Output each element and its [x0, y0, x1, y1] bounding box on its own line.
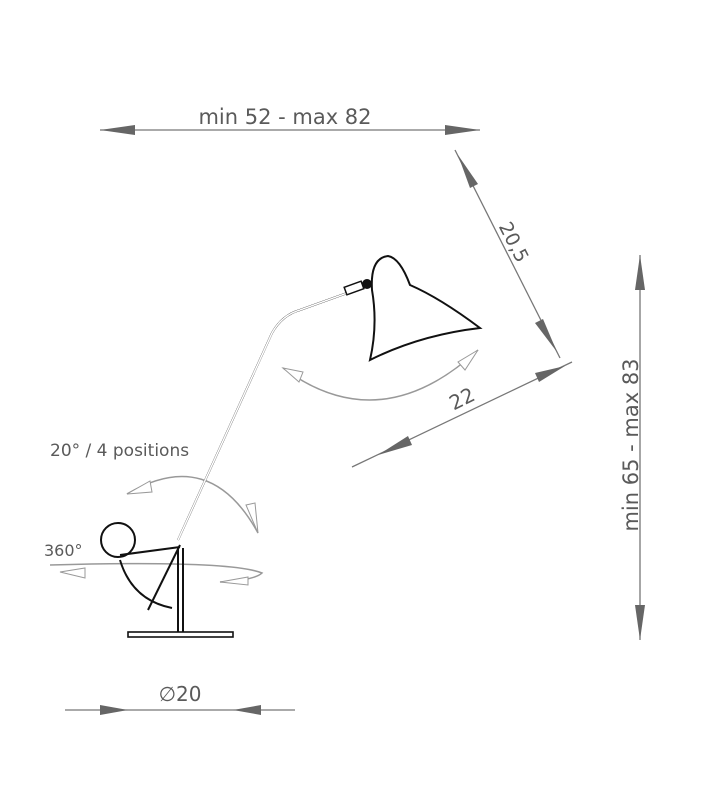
- height-range-label: min 65 - max 83: [619, 358, 643, 531]
- width-range-label: min 52 - max 82: [198, 105, 371, 129]
- rotation-arrow: [49, 562, 264, 586]
- width-dimension: min 52 - max 82: [100, 105, 480, 135]
- shade-height-label: 20,5: [494, 218, 533, 266]
- shade-width-dimension: 22: [351, 361, 573, 468]
- arm-tilt-arrow: [126, 475, 259, 534]
- shade-width-label: 22: [445, 382, 478, 415]
- rotation-label: 360°: [44, 541, 83, 560]
- base-diameter-dimension: ∅20: [65, 682, 295, 715]
- height-dimension: min 65 - max 83: [619, 255, 645, 640]
- shade-height-dimension: 20,5: [454, 149, 561, 359]
- lamp-illustration: [100, 254, 483, 638]
- base-diameter-label: ∅20: [159, 682, 202, 706]
- shade-tilt-arrow: [281, 349, 479, 401]
- arm-positions-label: 20° / 4 positions: [50, 441, 189, 461]
